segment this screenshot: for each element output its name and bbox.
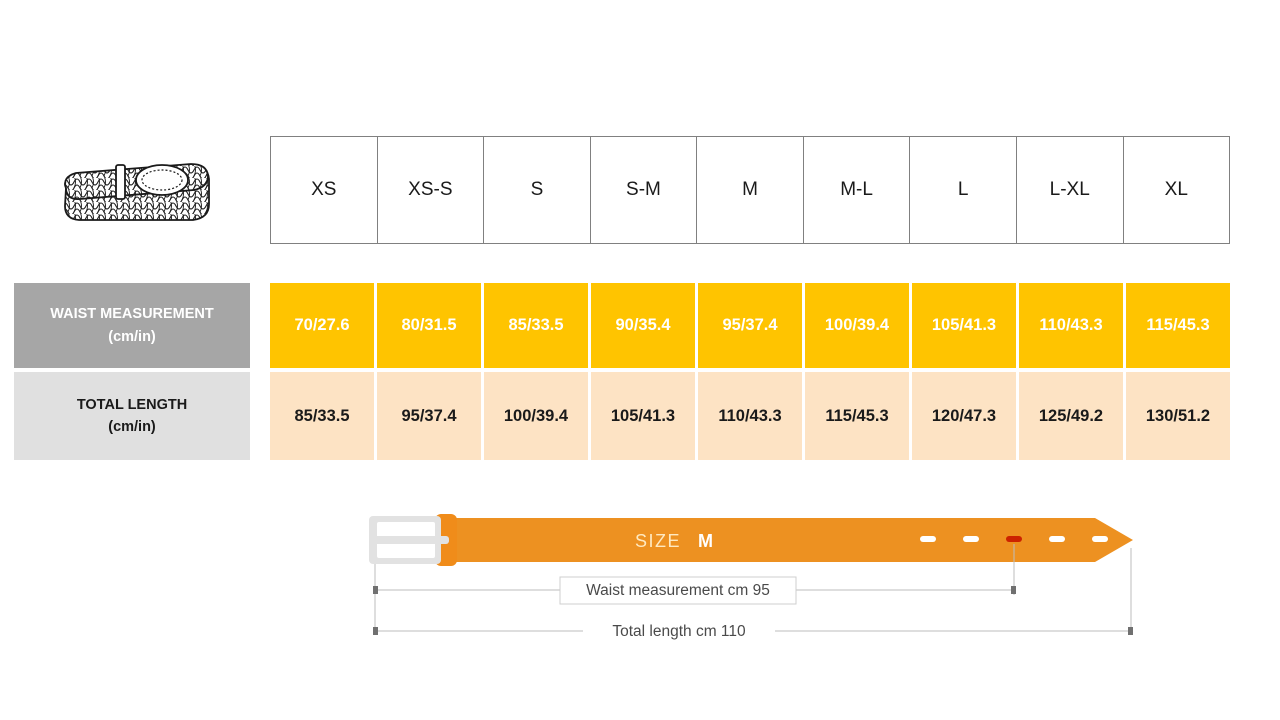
- belt-size-value: M: [698, 531, 713, 551]
- size-header-cell: S: [483, 136, 591, 244]
- total-length-dimension-label: Total length cm 110: [612, 623, 746, 640]
- belt-holes: [920, 536, 1108, 542]
- total-length-value-cell: 115/45.3: [805, 372, 909, 460]
- total-length-value-cell: 130/51.2: [1126, 372, 1230, 460]
- waist-value-cell: 70/27.6: [270, 283, 374, 368]
- belt-hole: [920, 536, 936, 542]
- waist-value-cell: 85/33.5: [484, 283, 588, 368]
- size-header-table: XS XS-S S S-M M M-L L L-XL XL: [270, 136, 1231, 244]
- belt-strap: [450, 518, 1133, 562]
- total-length-value-cell: 110/43.3: [698, 372, 802, 460]
- total-length-label-unit: (cm/in): [108, 419, 156, 435]
- waist-value-cell: 95/37.4: [698, 283, 802, 368]
- waist-value-cell: 115/45.3: [1126, 283, 1230, 368]
- waist-value-cell: 105/41.3: [912, 283, 1016, 368]
- belt-buckle: [369, 516, 449, 564]
- total-length-value-cells: 85/33.5 95/37.4 100/39.4 105/41.3 110/43…: [270, 372, 1230, 460]
- total-length-value-cell: 85/33.5: [270, 372, 374, 460]
- waist-value-cell: 90/35.4: [591, 283, 695, 368]
- row-gap: [250, 372, 270, 460]
- belt-hole: [1049, 536, 1065, 542]
- total-length-value-cell: 125/49.2: [1019, 372, 1123, 460]
- size-header-cell: L: [909, 136, 1017, 244]
- waist-measurement-row: WAIST MEASUREMENT (cm/in) 70/27.6 80/31.…: [14, 283, 1230, 368]
- total-length-value-cell: 105/41.3: [591, 372, 695, 460]
- size-header-cell: XS-S: [376, 136, 485, 244]
- waist-value-cells: 70/27.6 80/31.5 85/33.5 90/35.4 95/37.4 …: [270, 283, 1230, 368]
- belt-size-word: SIZE: [635, 531, 681, 551]
- total-length-label-line1: TOTAL LENGTH: [76, 396, 188, 413]
- total-length-value-cell: 95/37.4: [377, 372, 481, 460]
- belt-hole-active: [1006, 536, 1022, 542]
- total-length-row: TOTAL LENGTH (cm/in) 85/33.5 95/37.4 100…: [14, 372, 1230, 460]
- belt-measurement-diagram: SIZE M Waist measurement cm 95 Total len…: [355, 500, 1155, 650]
- size-header-cell: S-M: [589, 136, 698, 244]
- size-header-cell: XS: [270, 136, 378, 244]
- belt-hole: [963, 536, 979, 542]
- waist-value-cell: 100/39.4: [805, 283, 909, 368]
- size-header-cell: L-XL: [1015, 136, 1124, 244]
- row-gap: [250, 283, 270, 368]
- total-length-value-cell: 100/39.4: [484, 372, 588, 460]
- waist-dimension-label: Waist measurement cm 95: [586, 582, 770, 599]
- total-length-label: TOTAL LENGTH (cm/in): [14, 372, 250, 460]
- total-length-dimension: Total length cm 110: [373, 623, 1133, 640]
- woven-belt-illustration: [52, 142, 220, 242]
- waist-measurement-label: WAIST MEASUREMENT (cm/in): [14, 283, 250, 368]
- size-header-cell: XL: [1122, 136, 1231, 244]
- waist-value-cell: 80/31.5: [377, 283, 481, 368]
- total-length-value-cell: 120/47.3: [912, 372, 1016, 460]
- waist-dimension: Waist measurement cm 95: [373, 576, 1016, 605]
- waist-value-cell: 110/43.3: [1019, 283, 1123, 368]
- belt-hole: [1092, 536, 1108, 542]
- waist-label-line1: WAIST MEASUREMENT: [50, 306, 214, 323]
- waist-label-unit: (cm/in): [108, 328, 156, 345]
- size-header-cell: M-L: [802, 136, 911, 244]
- size-header-cell: M: [696, 136, 804, 244]
